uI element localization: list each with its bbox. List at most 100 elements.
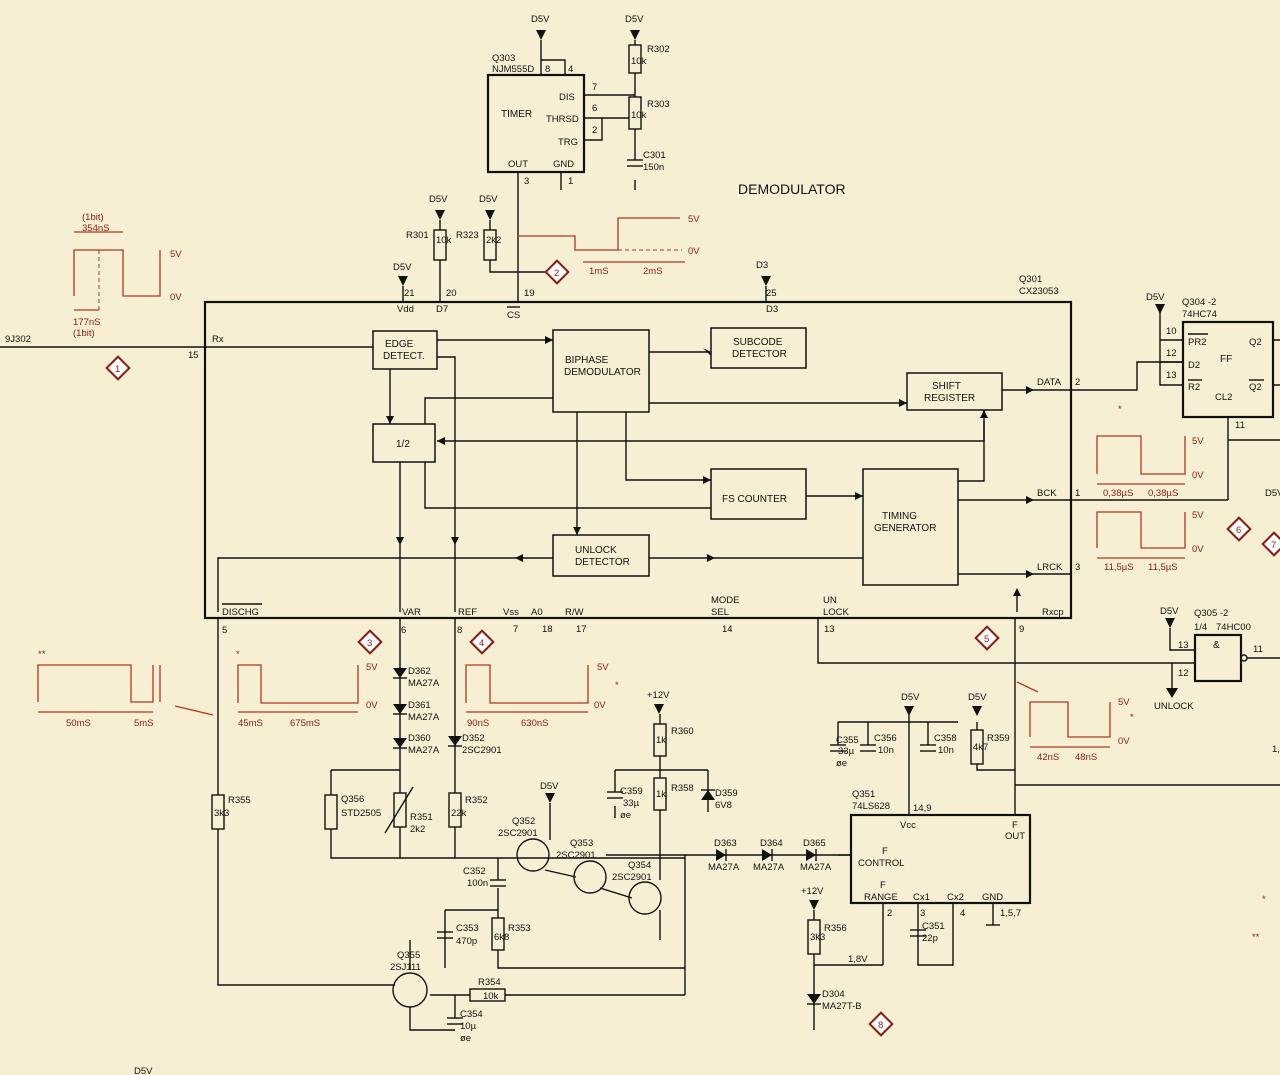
svg-text:R302: R302 — [647, 44, 670, 55]
diagram-title: DEMODULATOR — [738, 181, 846, 197]
block-unlock-detector — [552, 534, 650, 577]
svg-text:7: 7 — [1271, 540, 1276, 551]
svg-text:14,9: 14,9 — [913, 803, 932, 814]
pin-rw: R/W — [565, 607, 584, 618]
svg-text:74LS628: 74LS628 — [852, 801, 890, 812]
pin-rxcp: Rxcp — [1042, 607, 1064, 618]
svg-text:SHIFT: SHIFT — [932, 381, 961, 392]
svg-text:F: F — [880, 880, 886, 891]
svg-text:6V8: 6V8 — [715, 800, 732, 811]
svg-text:10k: 10k — [483, 991, 499, 1002]
svg-text:1: 1 — [568, 176, 573, 187]
svg-text:D5V: D5V — [625, 14, 644, 25]
pin-lock: LOCK — [823, 607, 850, 618]
svg-text:675mS: 675mS — [290, 718, 320, 729]
block-shift-register — [906, 372, 1003, 411]
pin-sel: SEL — [711, 607, 729, 618]
svg-text:0V: 0V — [688, 246, 700, 257]
block-biphase-demodulator — [552, 329, 650, 413]
pin-15: 15 — [188, 350, 199, 361]
svg-text:5mS: 5mS — [134, 718, 154, 729]
svg-text:4k7: 4k7 — [973, 742, 988, 753]
svg-text:3: 3 — [367, 638, 372, 649]
svg-text:74HC74: 74HC74 — [1182, 309, 1217, 320]
svg-text:45mS: 45mS — [238, 718, 263, 729]
svg-text:8: 8 — [545, 64, 550, 75]
waveform-5: 5V 0V 90nS 630nS * — [465, 662, 619, 729]
waveform-4: * 5V 0V 45mS 675mS — [236, 649, 378, 729]
svg-text:REGISTER: REGISTER — [924, 393, 975, 404]
test-point-6: 6 — [1226, 516, 1252, 542]
svg-text:10µ: 10µ — [460, 1021, 477, 1032]
svg-text:R355: R355 — [228, 795, 251, 806]
pin-data: DATA — [1037, 377, 1062, 388]
svg-text:4: 4 — [479, 638, 484, 649]
svg-text:R359: R359 — [987, 733, 1010, 744]
svg-text:PR2: PR2 — [1188, 337, 1206, 348]
pin-a0: A0 — [531, 607, 543, 618]
pin-vss: Vss — [503, 607, 519, 618]
svg-text:D363: D363 — [714, 838, 737, 849]
svg-text:33µ: 33µ — [623, 798, 640, 809]
svg-text:Q356: Q356 — [341, 794, 364, 805]
svg-text:MA27A: MA27A — [408, 678, 440, 689]
svg-text:10k: 10k — [631, 56, 647, 67]
pin-20: 20 — [446, 288, 457, 299]
timer-q303: Q303 NJM555D TIMER 8 4 DIS 7 THRSD 6 TRG… — [486, 40, 636, 302]
q301-ref: Q301 — [1019, 274, 1042, 285]
svg-text:13: 13 — [1166, 370, 1177, 381]
svg-text:GENERATOR: GENERATOR — [874, 523, 936, 534]
svg-text:R360: R360 — [671, 726, 694, 737]
waveform-8: 5V 0V 42nS 48nS * — [1016, 681, 1134, 763]
svg-text:DETECTOR: DETECTOR — [575, 557, 630, 568]
svg-text:11,5µS: 11,5µS — [1148, 562, 1178, 573]
svg-text:FF: FF — [1220, 354, 1232, 365]
svg-text:DETECTOR: DETECTOR — [732, 349, 787, 360]
svg-text:R301: R301 — [406, 230, 429, 241]
svg-text:6k8: 6k8 — [494, 932, 509, 943]
svg-text:Q352: Q352 — [512, 816, 535, 827]
svg-text:R354: R354 — [478, 977, 501, 988]
svg-text:D360: D360 — [408, 733, 431, 744]
svg-text:MA27A: MA27A — [800, 862, 832, 873]
svg-text:Q354: Q354 — [628, 860, 651, 871]
pin-14: 14 — [722, 624, 733, 635]
svg-text:R303: R303 — [647, 99, 670, 110]
svg-text:D5V: D5V — [1160, 606, 1179, 617]
svg-text:Cx2: Cx2 — [947, 892, 964, 903]
waveform-1: (1bit) 354nS 5V 0V 177nS (1bit) — [73, 212, 182, 339]
pin-mode: MODE — [711, 595, 740, 606]
svg-text:DEMODULATOR: DEMODULATOR — [564, 367, 641, 378]
svg-text:177nS: 177nS — [73, 317, 100, 328]
pin-cs: CS — [507, 310, 520, 321]
svg-text:13: 13 — [1178, 640, 1189, 651]
svg-text:10k: 10k — [436, 235, 452, 246]
pin-8: 8 — [457, 625, 462, 636]
svg-text:NJM555D: NJM555D — [492, 64, 534, 75]
pin-un: UN — [823, 595, 837, 606]
svg-text:DETECT.: DETECT. — [383, 351, 425, 362]
q301-part: CX23053 — [1019, 286, 1059, 297]
svg-text:D5V: D5V — [1146, 292, 1165, 303]
svg-text:48nS: 48nS — [1075, 752, 1097, 763]
svg-text:1k: 1k — [656, 789, 666, 800]
pin-d3: D3 — [766, 304, 778, 315]
svg-text:74HC00: 74HC00 — [1216, 622, 1251, 633]
svg-text:1/2: 1/2 — [396, 439, 410, 450]
q303-body — [486, 73, 586, 174]
pin-18: 18 — [542, 624, 553, 635]
svg-text:MA27A: MA27A — [408, 712, 440, 723]
svg-text:D5V: D5V — [540, 781, 559, 792]
svg-text:OUT: OUT — [1005, 831, 1025, 842]
svg-text:D362: D362 — [408, 666, 431, 677]
svg-text:D5V: D5V — [968, 692, 987, 703]
svg-text:R352: R352 — [465, 795, 488, 806]
svg-text:CL2: CL2 — [1215, 392, 1232, 403]
pin-dischg: DISCHG — [222, 607, 259, 618]
svg-text:100n: 100n — [467, 878, 488, 889]
svg-text:5V: 5V — [366, 662, 378, 673]
svg-text:2: 2 — [592, 125, 597, 136]
svg-text:1k: 1k — [656, 735, 666, 746]
block-edge-detect — [372, 330, 438, 370]
q301-body — [203, 300, 1073, 620]
